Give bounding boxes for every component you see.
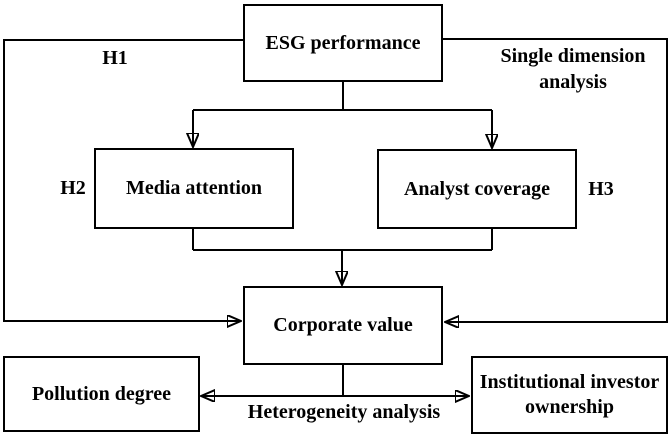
- node-media-attention: Media attention: [94, 148, 294, 229]
- node-corporate-value-label: Corporate value: [273, 314, 413, 336]
- edge-esg-to-corporate-left-h1: [3, 39, 243, 321]
- node-pollution-degree: Pollution degree: [3, 356, 200, 432]
- node-esg-performance-label: ESG performance: [265, 31, 421, 54]
- node-institutional-investor-ownership-label: Institutional investor ownership: [479, 371, 660, 418]
- hypothesis-label-h1: H1: [102, 47, 128, 69]
- node-institutional-investor-ownership: Institutional investor ownership: [471, 356, 668, 434]
- node-analyst-coverage: Analyst coverage: [377, 149, 577, 229]
- node-analyst-coverage-label: Analyst coverage: [403, 177, 551, 200]
- hypothesis-label-h3: H3: [588, 178, 614, 200]
- heterogeneity-analysis-label: Heterogeneity analysis: [247, 401, 441, 423]
- single-dimension-analysis-label: Single dimension analysis: [500, 45, 646, 93]
- edge-esg-to-corporate-right-single-dimension: [442, 38, 668, 322]
- hypothesis-label-h2: H2: [60, 177, 86, 199]
- node-esg-performance: ESG performance: [243, 4, 443, 82]
- node-pollution-degree-label: Pollution degree: [31, 382, 172, 405]
- node-corporate-value: Corporate value: [243, 286, 443, 365]
- node-media-attention-label: Media attention: [125, 177, 263, 199]
